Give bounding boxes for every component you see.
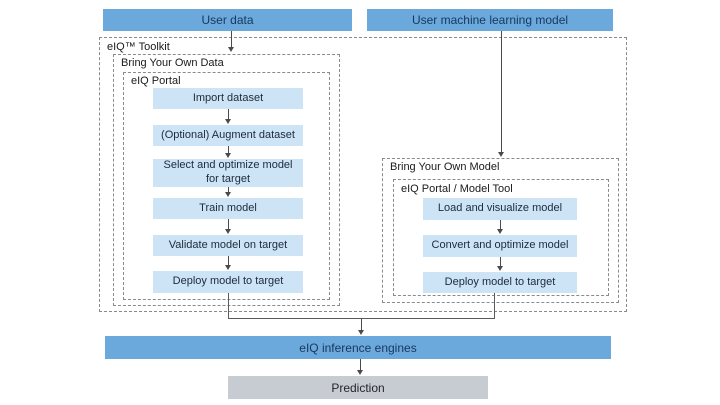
arrow-user-model-to-byom-icon (498, 31, 504, 157)
arrow-user-data-to-byod-icon (228, 31, 234, 52)
step-import-dataset: Import dataset (153, 88, 303, 109)
bring-your-own-model-label: Bring Your Own Model (390, 161, 500, 173)
bring-your-own-data-container (113, 54, 340, 306)
step-augment-dataset: (Optional) Augment dataset (153, 125, 303, 146)
eiq-toolkit-label: eIQ™ Toolkit (107, 41, 170, 53)
step-select-optimize-model: Select and optimize model for target (153, 159, 303, 187)
eiq-portal-container (123, 72, 330, 300)
eiq-inference-engines-bar: eIQ inference engines (105, 336, 611, 359)
eiq-portal-model-tool-container (393, 179, 609, 296)
arrow-augment-to-select-icon (225, 146, 231, 158)
step-load-visualize-model: Load and visualize model (423, 198, 577, 220)
connector-left-deploy-drop (228, 293, 229, 318)
arrow-merge-to-inference-icon (358, 318, 364, 335)
bring-your-own-model-container (382, 158, 619, 303)
connector-right-deploy-drop (494, 293, 495, 318)
arrow-convert-to-deploy-icon (497, 257, 503, 271)
arrow-select-to-train-icon (225, 187, 231, 197)
bring-your-own-data-label: Bring Your Own Data (121, 57, 224, 69)
eiq-toolkit-container (99, 37, 627, 312)
step-deploy-model-left: Deploy model to target (153, 271, 303, 293)
step-convert-optimize-model: Convert and optimize model (423, 235, 577, 257)
step-deploy-model-right: Deploy model to target (423, 272, 577, 293)
arrow-validate-to-deploy-icon (225, 256, 231, 270)
arrow-import-to-augment-icon (225, 109, 231, 124)
arrow-inference-to-prediction-icon (357, 359, 363, 375)
user-data-header: User data (103, 9, 352, 31)
user-machine-learning-model-header: User machine learning model (367, 9, 613, 31)
step-train-model: Train model (153, 198, 303, 219)
arrow-load-to-convert-icon (497, 220, 503, 234)
arrow-train-to-validate-icon (225, 219, 231, 234)
step-validate-model: Validate model on target (153, 235, 303, 256)
prediction-box: Prediction (228, 376, 488, 399)
eiq-portal-label: eIQ Portal (131, 75, 181, 87)
eiq-portal-model-tool-label: eIQ Portal / Model Tool (401, 183, 513, 195)
